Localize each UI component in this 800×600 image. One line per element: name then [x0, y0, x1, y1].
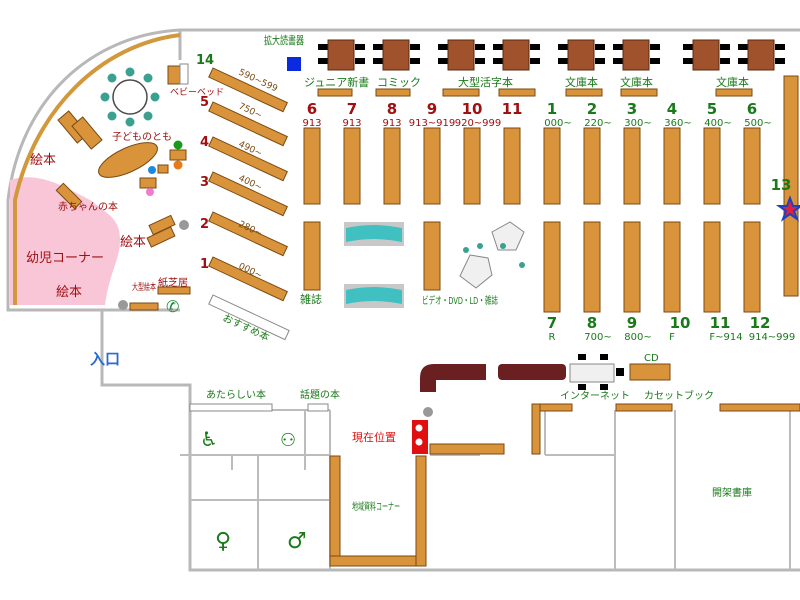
current-position-marker	[412, 407, 433, 454]
shelf-range: 913~919	[409, 118, 456, 129]
side-shelf-num: 5	[200, 95, 209, 110]
shelf-num: 8	[587, 314, 597, 332]
shelf-num: 10	[670, 314, 691, 332]
walls	[6, 28, 800, 572]
shelf-num: 10	[462, 100, 483, 118]
label-large-reading: 拡大読書器	[264, 33, 304, 47]
label-chiiki: 地域資料コーナー	[352, 500, 400, 513]
stack-shelves	[303, 75, 799, 313]
shelf-range: 400~	[704, 118, 731, 129]
shelf-num: 12	[750, 314, 771, 332]
wheelchair-icon: ♿	[200, 427, 218, 451]
shelf-range: 360~	[664, 118, 691, 129]
baby-care-icon: ⚇	[280, 430, 296, 451]
side-shelf-num: 2	[200, 217, 209, 232]
label-atarashii: あたらしい本	[206, 388, 266, 401]
label-video: ビデオ・DVD・LD・雑誌	[422, 294, 498, 307]
shelf-range: F~914	[709, 332, 742, 343]
shelf-range: 220~	[584, 118, 611, 129]
shelf-range: 700~	[584, 332, 611, 343]
shelf-num: 4	[667, 100, 677, 118]
shelf-num: 7	[347, 100, 357, 118]
star-marker	[775, 195, 800, 222]
label-entrance: 入口	[90, 350, 120, 368]
inner-walls	[180, 409, 791, 570]
shelf-range: 800~	[624, 332, 651, 343]
label-baby-bed: ベビーベッド	[170, 87, 224, 98]
kodomo-table	[98, 142, 158, 178]
side-shelf-num: 1	[200, 257, 209, 272]
label-genzai: 現在位置	[352, 430, 396, 444]
shelf-range: F	[669, 332, 675, 343]
shelf-num: 6	[307, 100, 317, 118]
water-feature	[344, 222, 404, 308]
baby-bed	[167, 65, 181, 85]
shelf-num: 8	[387, 100, 397, 118]
label-ehon-3: 絵本	[56, 285, 82, 300]
label-ehon-1: 絵本	[30, 153, 56, 168]
shelf-num: 11	[502, 100, 523, 118]
label-kodomo: 子どものとも	[112, 131, 172, 143]
shelf-range: R	[549, 332, 556, 343]
ehon-shelves	[55, 110, 176, 248]
shelf-num: 2	[587, 100, 597, 118]
shelf-range: 913	[342, 118, 361, 129]
shelf-num: 7	[547, 314, 557, 332]
label-ehon-2: 絵本	[120, 235, 146, 250]
label-bunko-1: 文庫本	[565, 75, 598, 89]
shelf-num: 5	[707, 100, 717, 118]
toddler-zone	[10, 177, 120, 305]
shelf-num: 13	[771, 176, 792, 194]
shelf-range: 913	[302, 118, 321, 129]
mens-restroom-icon: ♂	[287, 529, 307, 554]
label-large-print: 大型活字本	[458, 75, 513, 89]
reading-tables	[318, 39, 785, 71]
shelf-num: 9	[427, 100, 437, 118]
shelf-num: 1	[547, 100, 557, 118]
side-shelf-num: 3	[200, 175, 209, 190]
side-shelves	[208, 67, 288, 302]
svg-text:✆: ✆	[166, 297, 179, 316]
label-ogata-ehon: 大型絵本	[132, 281, 156, 293]
label-wadai: 話題の本	[300, 388, 340, 401]
shelf-range: 000~	[544, 118, 571, 129]
service-counter	[420, 364, 486, 392]
video-booths	[459, 221, 525, 289]
magnifier-device	[287, 57, 301, 71]
shelf-range: 914~999	[749, 332, 796, 343]
label-internet: インターネット	[560, 390, 630, 402]
womens-restroom-icon: ♀	[215, 529, 231, 554]
side-shelf-num: 4	[200, 135, 209, 150]
shelf-range: 500~	[744, 118, 771, 129]
label-bunko-2: 文庫本	[620, 75, 653, 89]
label-junior-new: ジュニア新書	[304, 75, 369, 89]
kids-area-outline	[13, 33, 181, 305]
shelf-num: 3	[627, 100, 637, 118]
round-table	[100, 67, 160, 127]
label-kamishibai: 紙芝居	[158, 276, 188, 289]
internet-terminals	[569, 354, 624, 390]
side-shelf-num: 14	[196, 53, 214, 68]
label-akachan: 赤ちゃんの本	[58, 200, 118, 213]
shelf-num: 11	[710, 314, 731, 332]
label-cd: CD	[644, 353, 659, 364]
label-bunko-3: 文庫本	[716, 75, 749, 89]
shelf-num: 6	[747, 100, 757, 118]
shelf-range: 920~999	[455, 118, 502, 129]
shelf-range: 913	[382, 118, 401, 129]
label-cassette: カセットブック	[644, 389, 714, 402]
label-kaika: 開架書庫	[712, 486, 752, 499]
label-zasshi: 雑誌	[300, 292, 322, 306]
label-yoji: 幼児コーナー	[26, 251, 104, 266]
shelf-range: 300~	[624, 118, 651, 129]
label-comic: コミック	[377, 76, 421, 89]
shelf-num: 9	[627, 314, 637, 332]
